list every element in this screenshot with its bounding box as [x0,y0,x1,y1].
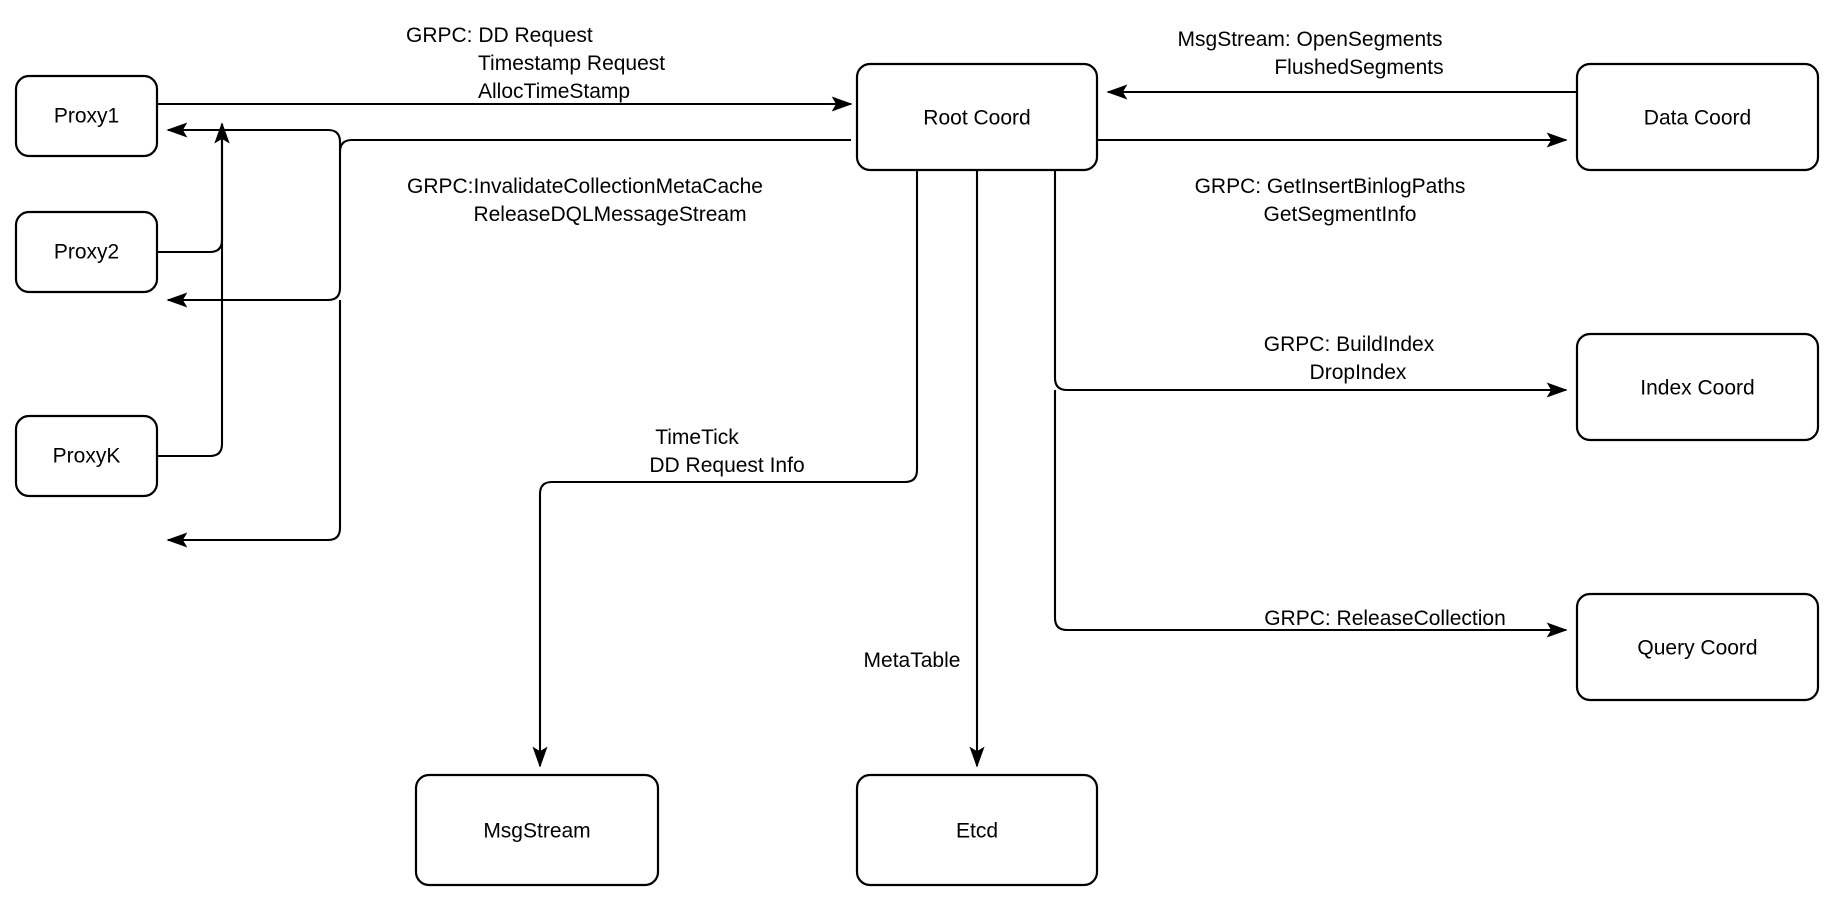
edge-rootcoord-to-proxy2 [166,152,342,308]
node-msgstream-label: MsgStream [483,820,590,843]
node-proxyk[interactable]: ProxyK [14,414,159,498]
edge-label-rootcoord-to-etcd: MetaTable [864,649,961,672]
node-rootcoord-shape [855,62,1099,172]
edge-label-rootcoord-to-proxy-line-1: GRPC:InvalidateCollectionMetaCache [407,175,763,198]
edge-rootcoord-to-querycoord [1053,390,1568,638]
node-etcd[interactable]: Etcd [855,773,1099,887]
edge-label-rootcoord-to-etcd-line-1: MetaTable [864,649,961,672]
edge-label-rootcoord-to-datacoord-line-1: GRPC: GetInsertBinlogPaths [1195,175,1466,198]
edge-label-proxy-to-rootcoord: GRPC: DD Request Timestamp Request Alloc… [406,24,665,103]
node-proxy2-shape [14,210,159,294]
node-proxy1-label: Proxy1 [54,105,119,128]
edge-proxyk-to-rootcoord [157,122,230,458]
edge-label-proxy-to-rootcoord-line-3: AllocTimeStamp [478,80,630,103]
edge-label-rootcoord-to-msgstream-line-2: DD Request Info [649,454,804,477]
node-querycoord-label: Query Coord [1637,637,1757,660]
node-msgstream[interactable]: MsgStream [414,773,660,887]
edge-rootcoord-to-proxyk [166,300,342,548]
edge-label-proxy-to-rootcoord-line-1: GRPC: DD Request [406,24,593,47]
edge-label-rootcoord-to-msgstream-line-1: TimeTick [655,426,739,449]
edge-label-proxy-to-rootcoord-line-2: Timestamp Request [478,52,665,75]
edge-label-rootcoord-to-msgstream: TimeTick DD Request Info [649,426,804,477]
edge-label-datacoord-to-rootcoord: MsgStream: OpenSegments FlushedSegments [1178,28,1444,79]
node-indexcoord-shape [1575,332,1820,442]
edge-label-rootcoord-to-datacoord: GRPC: GetInsertBinlogPaths GetSegmentInf… [1195,175,1466,226]
edge-label-datacoord-to-rootcoord-line-2: FlushedSegments [1274,56,1443,79]
edge-proxy2-to-rootcoord [157,122,230,254]
node-rootcoord-label: Root Coord [923,107,1030,130]
edge-label-rootcoord-to-proxy-line-2: ReleaseDQLMessageStream [473,203,746,226]
edge-label-rootcoord-to-querycoord-line-1: GRPC: ReleaseCollection [1264,607,1506,630]
node-proxyk-label: ProxyK [53,445,121,468]
edge-label-rootcoord-to-indexcoord: GRPC: BuildIndex DropIndex [1264,333,1435,384]
node-proxy2-label: Proxy2 [54,241,119,264]
node-proxyk-shape [14,414,159,498]
node-proxy2[interactable]: Proxy2 [14,210,159,294]
node-etcd-shape [855,773,1099,887]
node-proxy1[interactable]: Proxy1 [14,74,159,158]
edge-label-rootcoord-to-datacoord-line-2: GetSegmentInfo [1264,203,1417,226]
edge-rootcoord-to-indexcoord [1053,170,1568,398]
node-indexcoord[interactable]: Index Coord [1575,332,1820,442]
edge-rootcoord-to-proxy1 [166,122,851,153]
node-indexcoord-label: Index Coord [1640,377,1754,400]
node-datacoord-shape [1575,62,1820,172]
node-etcd-label: Etcd [956,820,998,843]
node-querycoord-shape [1575,592,1820,702]
edge-label-rootcoord-to-indexcoord-line-1: GRPC: BuildIndex [1264,333,1435,356]
edge-label-rootcoord-to-querycoord: GRPC: ReleaseCollection [1264,607,1506,630]
node-proxy1-shape [14,74,159,158]
node-datacoord[interactable]: Data Coord [1575,62,1820,172]
edge-label-datacoord-to-rootcoord-line-1: MsgStream: OpenSegments [1178,28,1443,51]
node-datacoord-label: Data Coord [1644,107,1751,130]
edge-label-rootcoord-to-indexcoord-line-2: DropIndex [1310,361,1407,384]
edge-label-rootcoord-to-proxy: GRPC:InvalidateCollectionMetaCache Relea… [407,175,763,226]
node-rootcoord[interactable]: Root Coord [855,62,1099,172]
node-msgstream-shape [414,773,660,887]
node-querycoord[interactable]: Query Coord [1575,592,1820,702]
edge-rootcoord-to-msgstream [532,170,919,768]
